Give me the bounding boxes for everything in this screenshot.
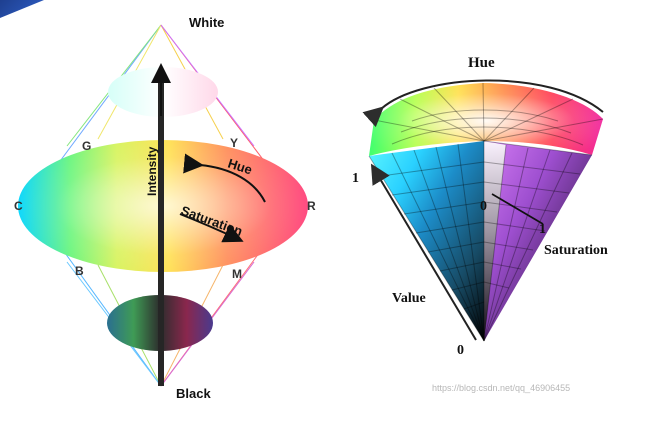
saturation-scale-zero: 0 (480, 199, 487, 214)
hsv-right-face (484, 141, 592, 341)
saturation-scale-one: 1 (539, 222, 546, 237)
r-label: R (307, 199, 316, 213)
y-label: Y (230, 136, 238, 150)
right-hsv-diagram: Hue 1 Value 0 0 1 Saturation (352, 55, 608, 358)
value-scale-top: 1 (352, 171, 359, 186)
g-label: G (82, 139, 91, 153)
left-hsi-diagram: White Black C R G Y B M Intensity Hue Sa… (14, 15, 316, 401)
intensity-label: Intensity (145, 146, 159, 196)
c-label: C (14, 199, 23, 213)
white-label: White (189, 15, 224, 30)
hue-label-left: Hue (226, 156, 254, 178)
saturation-label-right: Saturation (544, 243, 608, 258)
m-label: M (232, 267, 242, 281)
value-label: Value (392, 291, 426, 306)
hsv-top-face-shade (369, 83, 603, 156)
black-label: Black (176, 386, 211, 401)
hsv-grid-lines (368, 82, 604, 342)
saturation-radius-line (491, 193, 544, 225)
hue-label-right: Hue (468, 55, 495, 71)
value-arrow (370, 163, 477, 341)
value-scale-bottom: 0 (457, 343, 464, 358)
saturation-arrow (179, 213, 244, 243)
hue-arrow-right (362, 79, 604, 128)
b-label: B (75, 264, 84, 278)
watermark: https://blog.csdn.net/qq_46906455 (432, 383, 570, 393)
hsv-left-face (369, 141, 484, 341)
hue-arc-arrow (183, 153, 266, 203)
hsv-center-slice (484, 141, 506, 341)
